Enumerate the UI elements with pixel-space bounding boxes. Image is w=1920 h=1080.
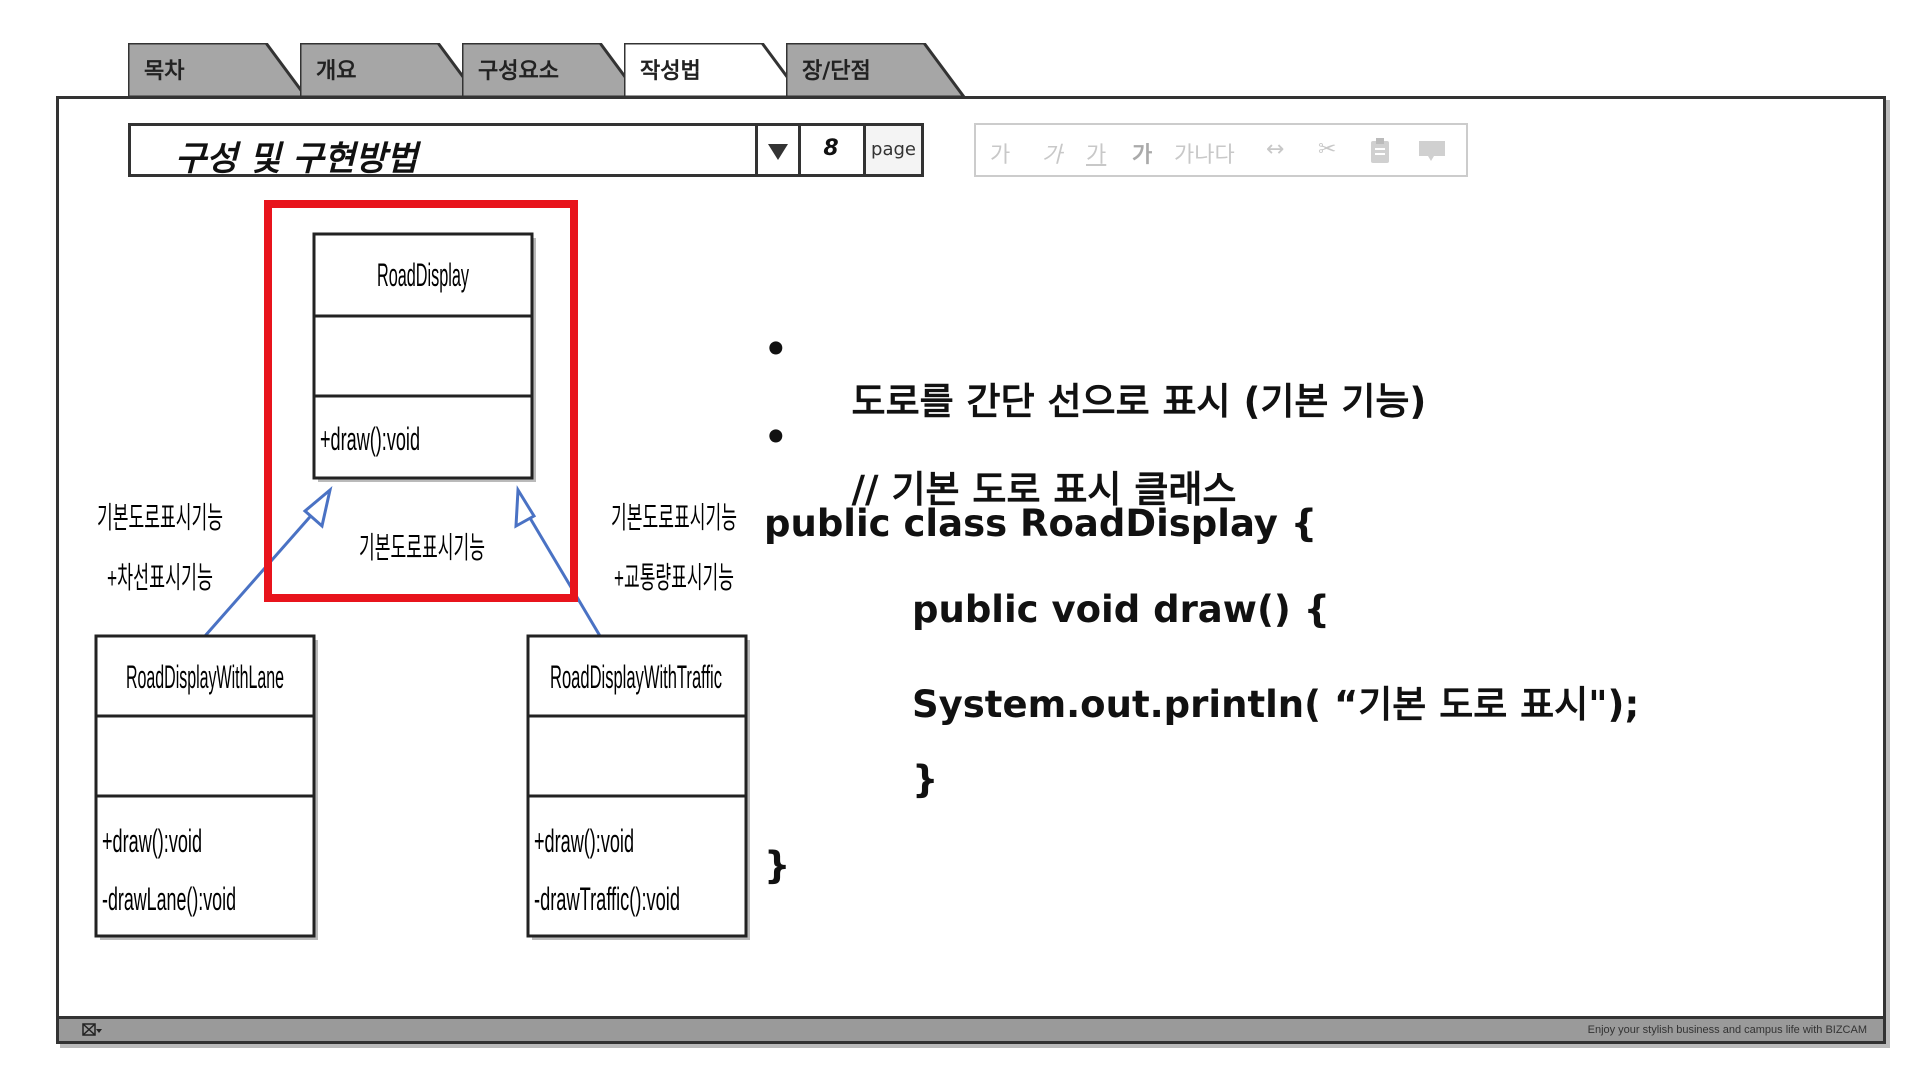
page-number[interactable]: 8 bbox=[823, 136, 839, 161]
method: -drawTraffic():void bbox=[534, 881, 680, 917]
cut-icon[interactable]: ✂ bbox=[1318, 137, 1337, 162]
code-line: System.out.println( “기본 도로 표시"); bbox=[912, 683, 1640, 726]
font-italic-icon[interactable]: 가 bbox=[1042, 143, 1063, 168]
class-name: RoadDisplayWithLane bbox=[126, 659, 284, 695]
inheritance-arrows bbox=[203, 485, 602, 637]
page-title: 구성 및 구현방법 bbox=[175, 139, 418, 179]
method: +draw():void bbox=[320, 421, 420, 457]
bullet-item: // 기본 도로 표시 클래스 bbox=[764, 416, 1236, 556]
font-sample-icon[interactable]: 가나다 bbox=[1174, 143, 1235, 168]
class-name: RoadDisplay bbox=[377, 257, 469, 293]
code-line: } bbox=[912, 758, 939, 801]
title-dropdown[interactable] bbox=[755, 126, 801, 174]
method: -drawLane():void bbox=[102, 881, 236, 917]
highlight-box bbox=[264, 200, 578, 602]
paste-icon[interactable] bbox=[1368, 137, 1392, 165]
tab-label: 작성법 bbox=[640, 59, 701, 84]
code-line: public class RoadDisplay { bbox=[764, 502, 1318, 545]
lane-note-line1: 기본도로표시기능 bbox=[97, 502, 223, 535]
settings-icon[interactable] bbox=[81, 1021, 103, 1039]
base-function-note: 기본도로표시기능 bbox=[359, 532, 485, 565]
traffic-note-line1: 기본도로표시기능 bbox=[611, 502, 737, 535]
class-road-display-with-lane[interactable]: RoadDisplayWithLane +draw():void -drawLa… bbox=[94, 634, 318, 940]
traffic-note-line2: +교통량표시기능 bbox=[614, 562, 734, 595]
class-name: RoadDisplayWithTraffic bbox=[550, 659, 722, 695]
page-label: page bbox=[863, 126, 921, 174]
spacing-icon[interactable]: ↔ bbox=[1266, 137, 1285, 162]
uml-class-diagram: RoadDisplay +draw():void 기본도로표시기능 기본도로표시… bbox=[94, 200, 750, 940]
class-road-display-with-traffic[interactable]: RoadDisplayWithTraffic +draw():void -dra… bbox=[526, 634, 750, 940]
footer-bar: Enjoy your stylish business and campus l… bbox=[56, 1016, 1886, 1044]
chevron-down-icon bbox=[768, 144, 788, 160]
tab-label: 구성요소 bbox=[478, 59, 559, 84]
font-bold-icon[interactable]: 가 bbox=[1132, 143, 1153, 168]
method: +draw():void bbox=[102, 823, 202, 859]
tab-label: 장/단점 bbox=[802, 59, 871, 84]
font-normal-icon[interactable]: 가 bbox=[990, 143, 1011, 168]
code-line: } bbox=[764, 844, 791, 887]
tab-label: 개요 bbox=[316, 59, 357, 84]
comment-icon[interactable] bbox=[1418, 139, 1448, 163]
lane-note-line2: +차선표시기능 bbox=[107, 562, 213, 595]
code-line: public void draw() { bbox=[912, 588, 1331, 631]
class-road-display[interactable]: RoadDisplay +draw():void bbox=[312, 232, 536, 482]
format-toolbar: 가 가 가 가 가나다 ↔ ✂ bbox=[974, 123, 1468, 177]
tab-label: 목차 bbox=[144, 59, 185, 84]
title-bar: 구성 및 구현방법 8 page bbox=[128, 123, 924, 179]
bullet-text: // 기본 도로 표시 클래스 bbox=[851, 468, 1237, 511]
footer-text: Enjoy your stylish business and campus l… bbox=[1587, 1024, 1867, 1036]
method: +draw():void bbox=[534, 823, 634, 859]
font-underline-icon[interactable]: 가 bbox=[1086, 143, 1107, 168]
